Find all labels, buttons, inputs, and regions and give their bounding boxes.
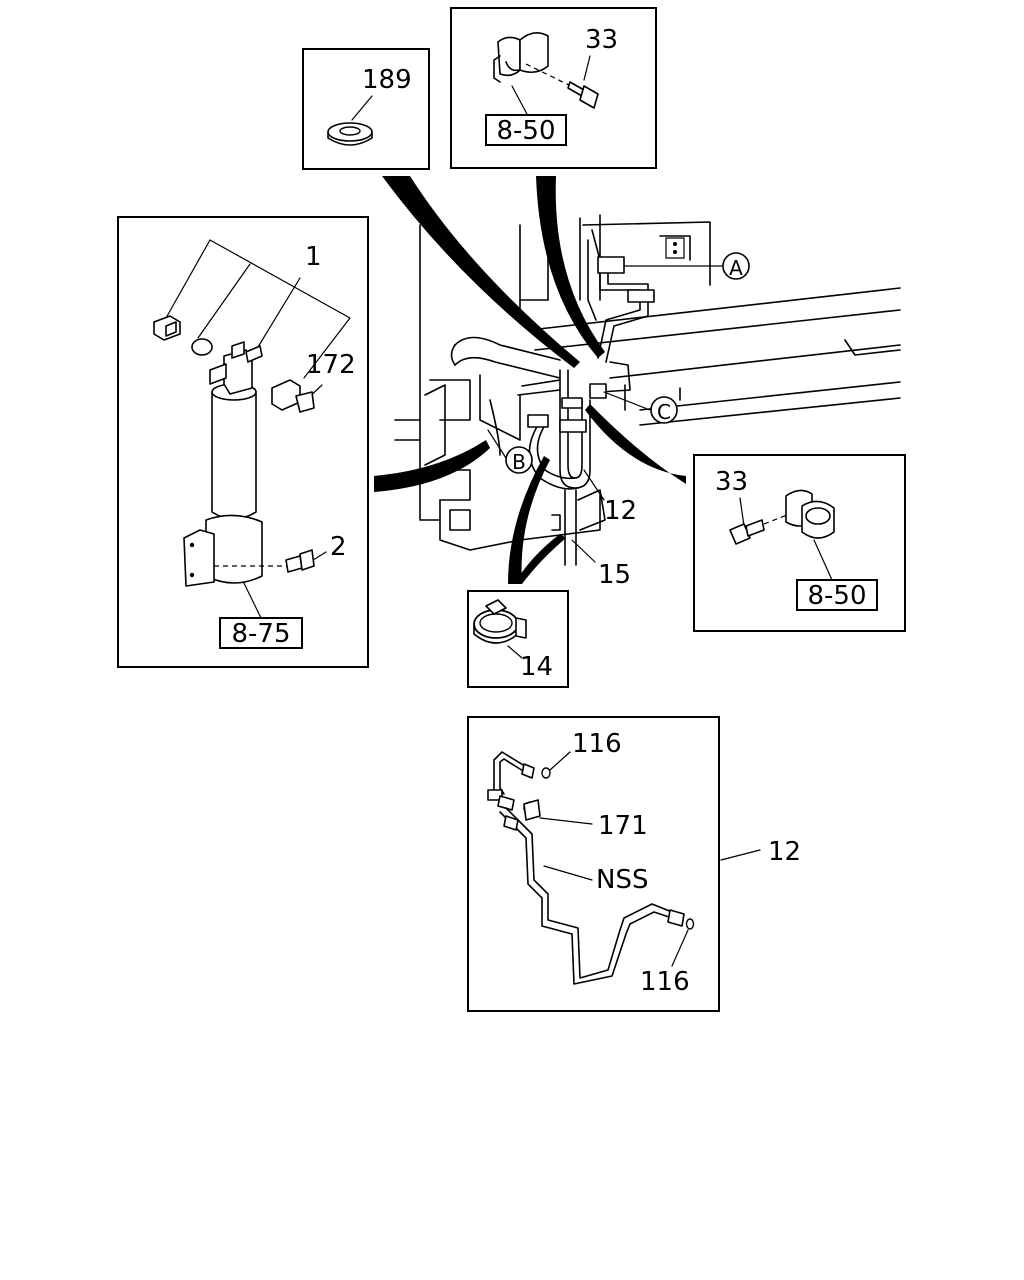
bolt-icon	[285, 549, 315, 573]
o-ring-icon	[685, 918, 695, 930]
connector-swooshes	[374, 176, 686, 584]
callout-2: 2	[330, 532, 347, 562]
detail-box-pipe-assembly: 116 171 NSS 116	[467, 716, 720, 1012]
detail-box-bracket-top: 33 8-50	[450, 7, 657, 169]
detail-box-grommet: 189	[302, 48, 430, 170]
ref-8-75: 8-75	[231, 619, 290, 649]
callout-12-main: 12	[604, 496, 637, 526]
fitting-icon	[153, 315, 181, 341]
callout-33-top: 33	[585, 25, 618, 55]
ref-8-50-right: 8-50	[807, 581, 866, 611]
callout-12-detail: 12	[768, 837, 801, 867]
callout-189: 189	[362, 65, 412, 95]
pipe-assembly-icon	[487, 751, 685, 985]
vehicle-frame-view	[394, 214, 901, 566]
callout-b-circle	[505, 446, 533, 474]
callout-15: 15	[598, 560, 631, 590]
callout-a: A	[729, 256, 743, 280]
callout-c-circle	[650, 396, 678, 424]
callout-116-bottom: 116	[640, 967, 690, 997]
bracket-clip-icon	[785, 489, 835, 539]
bolt-icon	[567, 81, 599, 109]
hose-clamp-icon	[473, 599, 527, 644]
label-nss: NSS	[596, 865, 648, 895]
detail-box-bracket-right: 33 8-50	[693, 454, 906, 632]
callout-33-right: 33	[715, 467, 748, 497]
leader-12-detail	[720, 849, 761, 861]
callout-c: C	[657, 400, 671, 424]
receiver-drier-icon	[183, 341, 290, 587]
grommet-icon	[327, 122, 373, 146]
callout-116-top: 116	[572, 729, 622, 759]
detail-box-receiver-drier: 1 172 2	[117, 216, 369, 668]
pressure-switch-icon	[271, 379, 315, 413]
callout-b: B	[512, 450, 526, 474]
detail-box-hose-clamp: 14	[467, 590, 569, 688]
o-ring-icon	[191, 338, 213, 356]
bolt-icon	[729, 519, 765, 545]
callout-1: 1	[305, 242, 322, 272]
bracket-clip-icon	[493, 32, 549, 83]
o-ring-icon	[541, 767, 551, 779]
callout-14: 14	[520, 652, 553, 682]
callout-a-circle	[722, 252, 750, 280]
callout-171: 171	[598, 811, 648, 841]
ref-8-50-top: 8-50	[496, 116, 555, 146]
main-callouts: A C B 12 15	[505, 252, 750, 590]
